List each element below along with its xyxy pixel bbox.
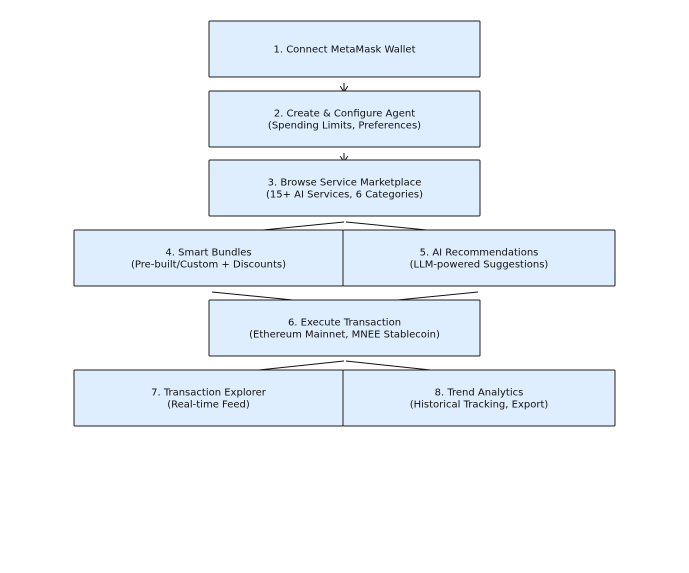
step-execute-transaction: 6. Execute Transaction(Ethereum Mainnet,…	[208, 299, 481, 357]
step-trend-analytics-box	[342, 369, 616, 427]
step-browse-service-marketplace-subtitle: (15+ AI Services, 6 Categories)	[266, 190, 423, 201]
step-trend-analytics-title: 8. Trend Analytics	[435, 388, 524, 399]
step-create-configure-agent: 2. Create & Configure Agent(Spending Lim…	[208, 90, 481, 148]
step-smart-bundles-title: 4. Smart Bundles	[165, 248, 251, 259]
step-connect-metamask-wallet-box	[208, 20, 481, 78]
step-ai-recommendations: 5. AI Recommendations(LLM-powered Sugges…	[342, 229, 616, 287]
step-trend-analytics: 8. Trend Analytics(Historical Tracking, …	[342, 369, 616, 427]
step-execute-transaction-subtitle: (Ethereum Mainnet, MNEE Stablecoin)	[249, 330, 440, 341]
step-browse-service-marketplace: 3. Browse Service Marketplace(15+ AI Ser…	[208, 159, 481, 217]
step-ai-recommendations-box	[342, 229, 616, 287]
step-transaction-explorer-title: 7. Transaction Explorer	[151, 388, 267, 399]
step-ai-recommendations-subtitle: (LLM-powered Suggestions)	[410, 260, 549, 271]
nodes-layer: 1. Connect MetaMask Wallet 2. Create & Co…	[73, 20, 616, 427]
step-execute-transaction-box	[208, 299, 481, 357]
step-browse-service-marketplace-title: 3. Browse Service Marketplace	[268, 178, 422, 189]
step-connect-metamask-wallet-title: 1. Connect MetaMask Wallet	[273, 45, 415, 56]
step-browse-service-marketplace-box	[208, 159, 481, 217]
step-trend-analytics-subtitle: (Historical Tracking, Export)	[410, 400, 549, 411]
step-transaction-explorer: 7. Transaction Explorer(Real-time Feed)	[73, 369, 344, 427]
step-ai-recommendations-title: 5. AI Recommendations	[420, 248, 539, 259]
step-execute-transaction-title: 6. Execute Transaction	[288, 318, 401, 329]
step-smart-bundles: 4. Smart Bundles(Pre-built/Custom + Disc…	[73, 229, 344, 287]
step-transaction-explorer-subtitle: (Real-time Feed)	[167, 400, 250, 411]
step-create-configure-agent-subtitle: (Spending Limits, Preferences)	[268, 121, 421, 132]
step-create-configure-agent-title: 2. Create & Configure Agent	[274, 109, 415, 120]
step-connect-metamask-wallet: 1. Connect MetaMask Wallet	[208, 20, 481, 78]
step-create-configure-agent-box	[208, 90, 481, 148]
step-smart-bundles-subtitle: (Pre-built/Custom + Discounts)	[131, 260, 286, 271]
